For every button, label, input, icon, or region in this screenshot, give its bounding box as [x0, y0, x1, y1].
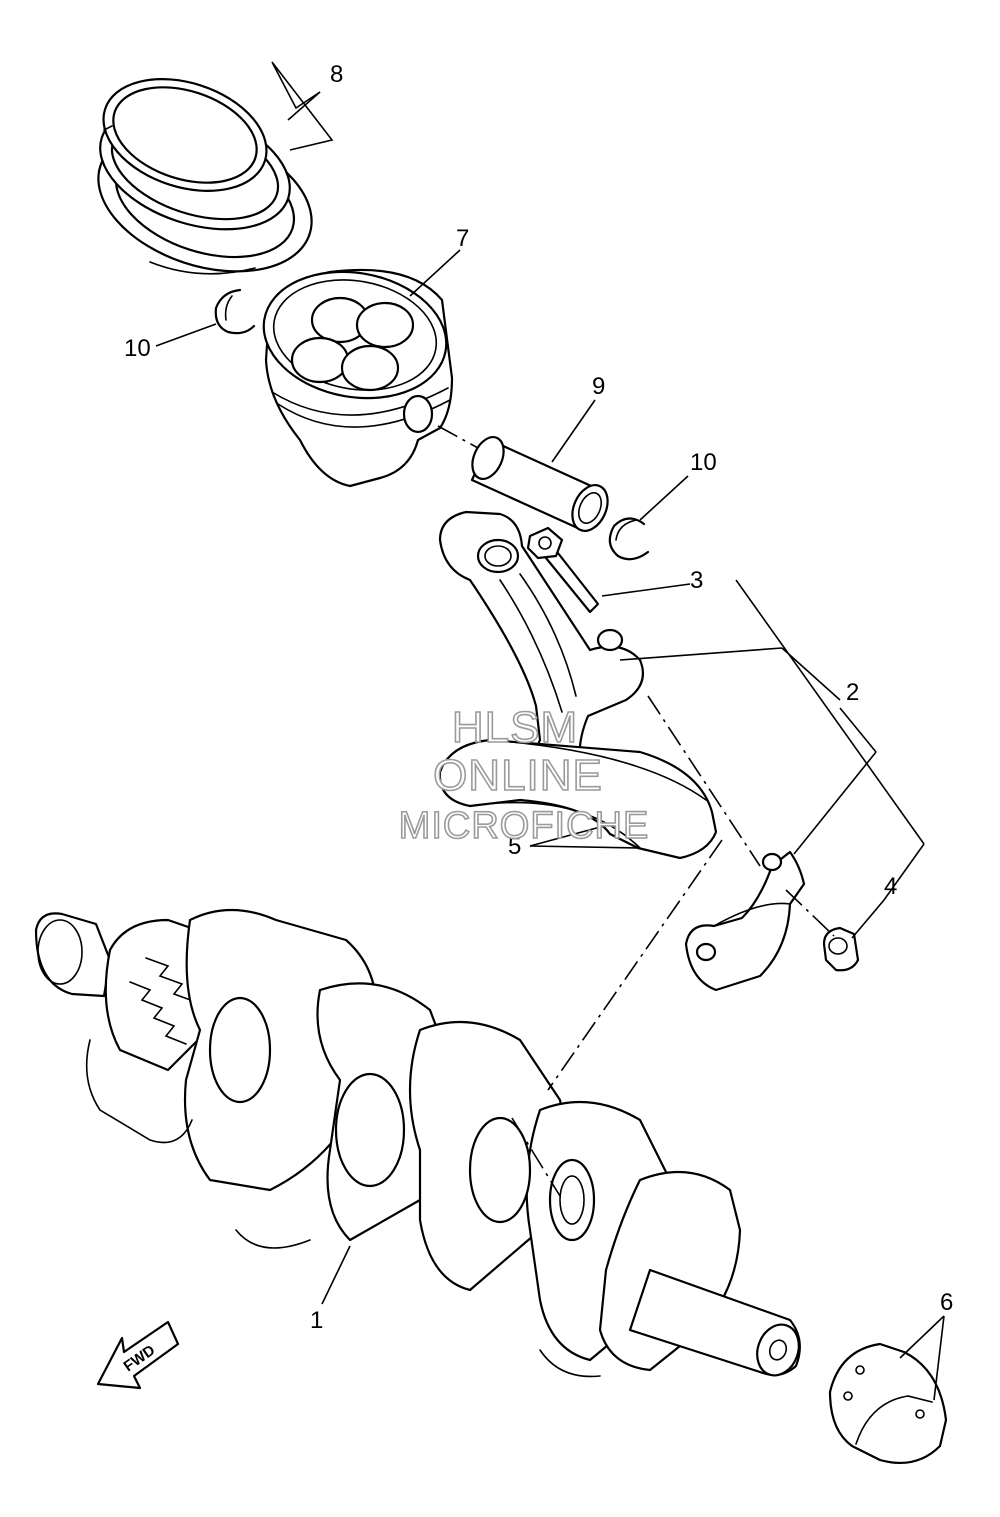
- watermark-line-3: MICROFICHE: [399, 805, 650, 847]
- circlip-left: [214, 288, 256, 335]
- piston-ring-set: [97, 78, 313, 275]
- connecting-rod-cap: [684, 850, 806, 992]
- rod-nut: [822, 926, 860, 972]
- callout-4: 4: [884, 873, 897, 900]
- big-end-bearing: [438, 738, 718, 860]
- watermark: HLSM ONLINE MICROFICHE: [398, 702, 650, 848]
- fwd-direction-arrow: FWD: [96, 1320, 180, 1390]
- callout-2: 2: [846, 679, 859, 706]
- main-bearing: [828, 1342, 948, 1464]
- callout-10-left: 10: [124, 335, 151, 362]
- callout-10-right: 10: [690, 449, 717, 476]
- leader-lines: [155, 61, 945, 1401]
- callout-6: 6: [940, 1289, 953, 1316]
- watermark-line-2: ONLINE: [433, 751, 603, 800]
- callout-5: 5: [508, 833, 521, 860]
- circlip-right: [608, 517, 650, 561]
- callout-3: 3: [690, 567, 703, 594]
- connecting-rod: [438, 510, 644, 772]
- crankshaft: [34, 908, 801, 1378]
- watermark-line-1: HLSM: [452, 703, 578, 752]
- callout-9: 9: [592, 373, 605, 400]
- callout-7: 7: [456, 225, 469, 252]
- callout-8: 8: [330, 61, 343, 88]
- callout-1: 1: [310, 1307, 323, 1334]
- piston-pin: [470, 436, 609, 532]
- piston: [262, 268, 454, 488]
